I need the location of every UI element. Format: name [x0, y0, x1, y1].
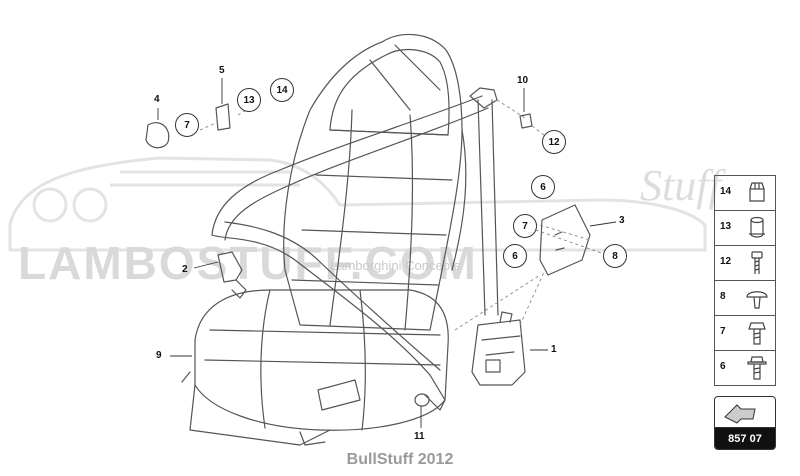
- retractor-unit: [471, 311, 526, 386]
- callout-3: 3: [619, 215, 625, 226]
- hex-bolt-icon: [748, 322, 766, 345]
- callout-9: 9: [156, 350, 162, 361]
- part-5: [215, 103, 231, 131]
- upper-belt-guide: [469, 87, 498, 109]
- nut-icon: [749, 182, 765, 202]
- belt-buckle-tongue: [217, 251, 247, 299]
- legend-row: 14: [715, 176, 775, 211]
- watermark-subtitle: Lamborghini Concepts: [330, 258, 461, 273]
- legend-num: 7: [720, 326, 726, 337]
- footer-credit: BullStuff 2012: [346, 451, 454, 468]
- flange-bolt-icon: [747, 356, 767, 380]
- legend-row: 8: [715, 281, 775, 316]
- part-10: [519, 113, 533, 129]
- fastener-legend: 14 13 12 8 7: [714, 175, 776, 386]
- legend-row: 6: [715, 351, 775, 385]
- callout-8-circle: 8: [603, 244, 627, 268]
- callout-6-circle-a: 6: [531, 175, 555, 199]
- callout-5: 5: [219, 65, 225, 76]
- bracket-plate: [539, 204, 591, 276]
- legend-row: 13: [715, 211, 775, 246]
- callout-6-circle-b: 6: [503, 244, 527, 268]
- legend-num: 8: [720, 291, 726, 302]
- callout-1: 1: [551, 344, 557, 355]
- legend-num: 6: [720, 361, 726, 372]
- callout-4: 4: [154, 94, 160, 105]
- belt-webbing: [211, 95, 499, 411]
- callout-12-circle: 12: [542, 130, 566, 154]
- diagram-id-box: 857 07: [714, 396, 776, 450]
- callout-7-circle-a: 7: [175, 113, 199, 137]
- callout-2: 2: [182, 264, 188, 275]
- watermark-script: Stuff: [640, 161, 721, 210]
- callout-10: 10: [517, 75, 529, 86]
- seat-cushion: [181, 289, 449, 446]
- watermark-brand: LAMBOSTUFF.COM: [18, 237, 478, 289]
- sleeve-nut-icon: [749, 216, 765, 238]
- arrow-icon: [724, 404, 756, 424]
- seat-backrest: [283, 33, 467, 331]
- part-4: [145, 122, 170, 149]
- callout-7-circle-b: 7: [513, 214, 537, 238]
- callout-14-circle: 14: [270, 78, 294, 102]
- screw-icon: [751, 251, 763, 274]
- legend-num: 14: [720, 186, 732, 197]
- legend-num: 13: [720, 221, 732, 232]
- callout-13-circle: 13: [237, 88, 261, 112]
- diagram-number: 857 07: [715, 428, 775, 449]
- legend-num: 12: [720, 256, 732, 267]
- legend-row: 7: [715, 316, 775, 351]
- part-11: [414, 393, 430, 407]
- callout-11: 11: [414, 431, 425, 442]
- legend-row: 12: [715, 246, 775, 281]
- clip-icon: [746, 291, 768, 309]
